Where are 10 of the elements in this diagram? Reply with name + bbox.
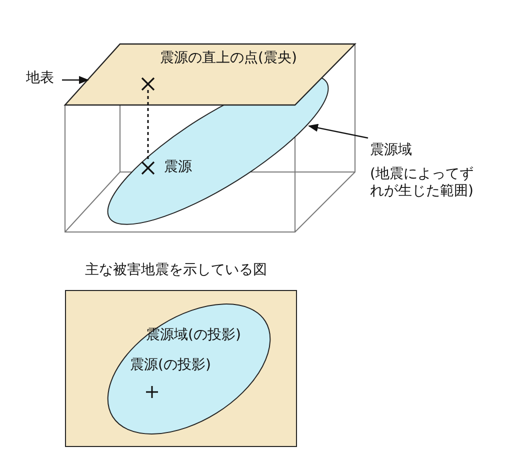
hypocenter-label: 震源 <box>164 159 192 176</box>
fault-zone-label: 震源域 <box>370 142 412 159</box>
projected-hypocenter-label: 震源(の投影) <box>130 357 211 374</box>
leader-arrow <box>308 124 368 139</box>
epicenter-label: 震源の直上の点(震央) <box>160 50 297 67</box>
projected-zone-label: 震源域(の投影) <box>146 327 241 344</box>
leader-arrow <box>62 76 89 84</box>
surface-label: 地表 <box>26 70 54 86</box>
fault-zone-note: (地震によってずれが生じた範囲) <box>370 166 474 200</box>
figure-caption: 主な被害地震を示している図 <box>85 262 267 279</box>
